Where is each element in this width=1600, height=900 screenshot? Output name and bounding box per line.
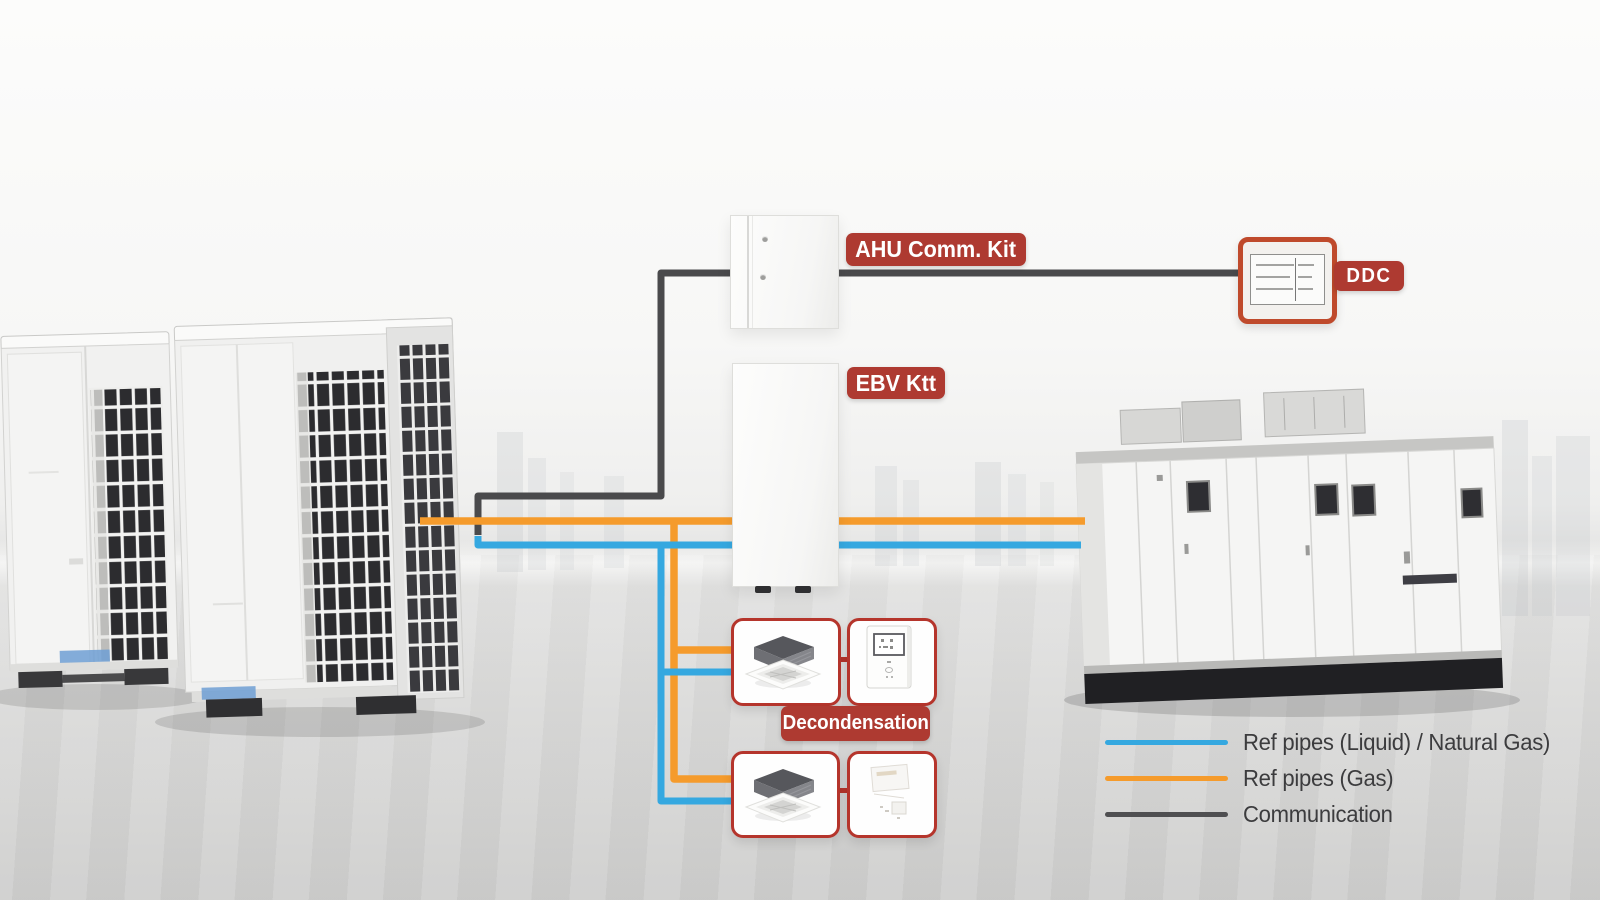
decondensation-label: Decondensation [782, 712, 929, 734]
indoor-unit-box-2 [731, 751, 840, 838]
ahu-comm-kit-badge: AHU Comm. Kit [846, 233, 1026, 266]
ahu-windows [1185, 480, 1484, 519]
controller-box-2 [847, 751, 937, 838]
ebv-kit-label: EBV Ktt [855, 369, 937, 396]
legend-item-communication: Communication [1105, 796, 1563, 832]
ebv-kit-box [732, 363, 839, 593]
controller-box-1 [847, 618, 937, 706]
cassette-unit-graphic [734, 754, 832, 830]
ebv-kit-badge: EBV Ktt [847, 367, 945, 399]
connector-1 [832, 657, 850, 662]
pipe-liquid [474, 536, 1081, 805]
legend-label-liquid: Ref pipes (Liquid) / Natural Gas) [1243, 728, 1551, 755]
legend-line-liquid-icon [1105, 739, 1228, 745]
ahu-logo [1402, 573, 1457, 585]
box-hinge [747, 216, 749, 328]
indoor-unit-box-1 [731, 618, 841, 706]
ahu-comm-kit-label: AHU Comm. Kit [855, 236, 1017, 262]
cassette-unit-graphic [734, 621, 832, 697]
outdoor-unit-1 [0, 331, 179, 689]
ddc-device [1238, 237, 1337, 324]
legend-line-gas-icon [1105, 775, 1228, 781]
ahu-unit [1075, 388, 1504, 704]
screw-icon [762, 236, 768, 242]
legend-label-gas: Ref pipes (Gas) [1243, 764, 1394, 791]
drain-kit-graphic [850, 754, 928, 830]
ahu-comm-kit-box [730, 215, 839, 329]
legend-item-ref-pipes-liquid: Ref pipes (Liquid) / Natural Gas) [1105, 724, 1563, 760]
screw-icon [760, 274, 766, 280]
legend: Ref pipes (Liquid) / Natural Gas) Ref pi… [1105, 724, 1563, 832]
pipe-communication [474, 269, 1240, 535]
legend-line-communication-icon [1105, 811, 1228, 817]
legend-item-ref-pipes-gas: Ref pipes (Gas) [1105, 760, 1563, 796]
connector-2 [831, 788, 850, 793]
wall-controller-graphic [850, 621, 928, 697]
legend-label-communication: Communication [1243, 800, 1393, 827]
decondensation-badge: Decondensation [781, 706, 930, 741]
ddc-display [1250, 254, 1325, 305]
ddc-label: DDC [1346, 264, 1392, 287]
ebv-foot [795, 586, 811, 593]
ebv-foot [755, 586, 771, 593]
ddc-badge: DDC [1334, 261, 1404, 291]
